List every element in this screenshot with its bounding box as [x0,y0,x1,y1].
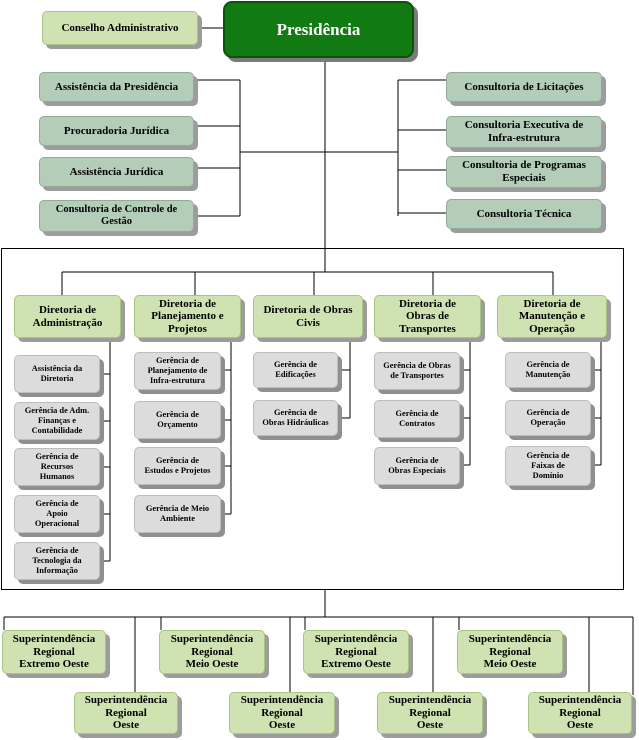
superintendencia-box[interactable]: Superintendência Regional Extremo Oeste [2,630,106,674]
superintendencia-box[interactable]: Superintendência Regional Extremo Oeste [303,630,409,674]
presidencia-box[interactable]: Presidência [223,1,414,58]
consultoria-tecnica-box[interactable]: Consultoria Técnica [446,199,602,229]
consultoria-controle-gestao-box[interactable]: Consultoria de Controle de Gestão [39,200,194,232]
gerencia-box[interactable]: Gerência de Obras Hidráulicas [253,400,338,436]
superintendencia-box[interactable]: Superintendência Regional Oeste [74,692,178,734]
superintendencia-box[interactable]: Superintendência Regional Oeste [229,692,335,734]
conselho-administrativo-box[interactable]: Conselho Administrativo [42,11,198,45]
gerencia-box[interactable]: Gerência de Obras Especiais [374,447,460,485]
consultoria-programas-especiais-box[interactable]: Consultoria de Programas Especiais [446,156,602,188]
gerencia-box[interactable]: Gerência de Faixas de Domínio [505,446,591,486]
assistencia-presidencia-box[interactable]: Assistência da Presidência [39,72,194,102]
gerencia-box[interactable]: Gerência de Adm. Finanças e Contabilidad… [14,402,100,440]
superintendencia-box[interactable]: Superintendência Regional Oeste [377,692,483,734]
diretoria-planejamento-projetos-box[interactable]: Diretoria de Planejamento e Projetos [134,295,241,338]
diretorias-frame [1,248,624,590]
gerencia-box[interactable]: Gerência de Obras de Transportes [374,352,460,390]
diretoria-manutencao-operacao-box[interactable]: Diretoria de Manutenção e Operação [497,295,607,338]
gerencia-box[interactable]: Gerência de Planejamento de Infra-estrut… [134,352,221,390]
gerencia-box[interactable]: Gerência de Contratos [374,400,460,438]
consultoria-executiva-infraestrutura-box[interactable]: Consultoria Executiva de Infra-estrutura [446,116,602,148]
diretoria-administracao-box[interactable]: Diretoria de Administração [14,295,121,338]
gerencia-box[interactable]: Gerência de Apoio Operacional [14,495,100,533]
gerencia-box[interactable]: Gerência de Meio Ambiente [134,495,221,533]
superintendencia-box[interactable]: Superintendência Regional Meio Oeste [457,630,563,674]
diretoria-obras-civis-box[interactable]: Diretoria de Obras Civis [253,295,363,338]
diretoria-obras-transportes-box[interactable]: Diretoria de Obras de Transportes [374,295,481,338]
gerencia-box[interactable]: Gerência de Orçamento [134,401,221,439]
assistencia-juridica-box[interactable]: Assistência Jurídica [39,157,194,187]
gerencia-box[interactable]: Gerência de Estudos e Projetos [134,447,221,485]
consultoria-licitacoes-box[interactable]: Consultoria de Licitações [446,72,602,102]
gerencia-box[interactable]: Gerência de Edificações [253,352,338,388]
gerencia-box[interactable]: Gerência de Manutenção [505,352,591,388]
gerencia-box[interactable]: Assistência da Diretoria [14,355,100,393]
gerencia-box[interactable]: Gerência de Tecnologia da Informação [14,542,100,580]
superintendencia-box[interactable]: Superintendência Regional Oeste [528,692,632,734]
gerencia-box[interactable]: Gerência de Operação [505,400,591,436]
procuradoria-juridica-box[interactable]: Procuradoria Jurídica [39,116,194,146]
superintendencia-box[interactable]: Superintendência Regional Meio Oeste [159,630,265,674]
gerencia-box[interactable]: Gerência de Recursos Humanos [14,448,100,486]
